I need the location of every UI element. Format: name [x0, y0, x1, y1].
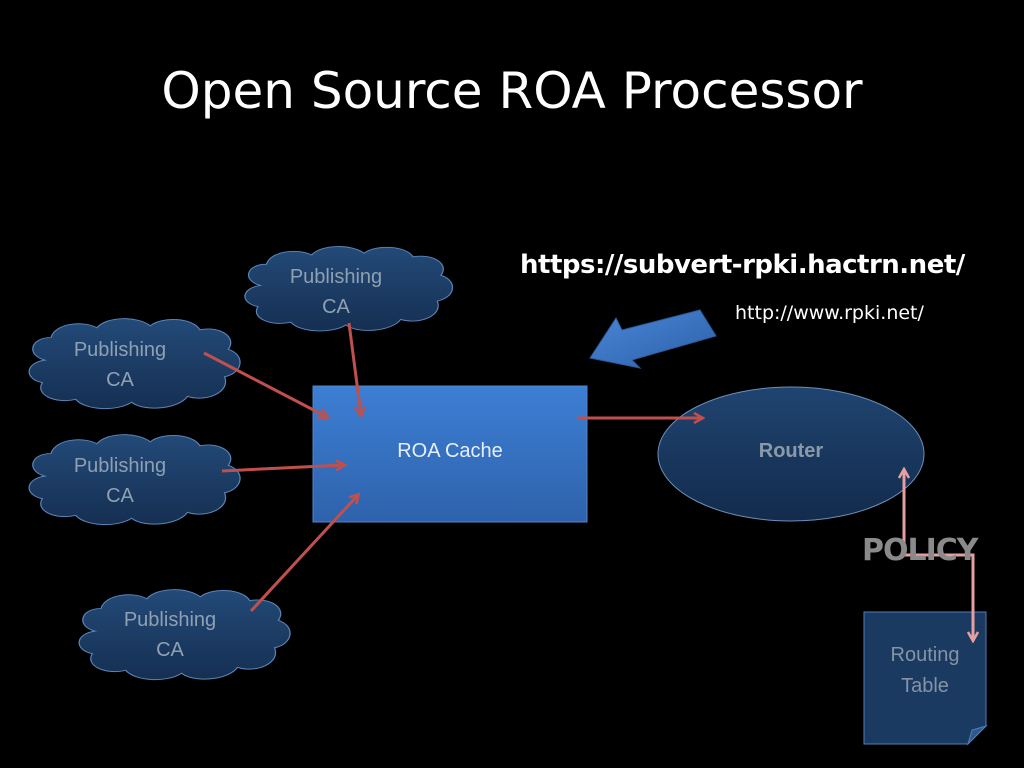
publishing-ca-label-top: Publishing CA [256, 262, 416, 322]
publishing-ca-label-line2: CA [106, 485, 134, 507]
arrow-ca-left1-to-cache [203, 351, 327, 417]
publishing-ca-label-line1: Publishing [73, 455, 167, 477]
publishing-ca-label-line2: CA [322, 296, 350, 318]
routing-table-label: Routing Table [864, 640, 986, 702]
publishing-ca-label-left-2: Publishing CA [40, 451, 200, 511]
publishing-ca-label-left-1: Publishing CA [40, 335, 200, 395]
publishing-ca-label-line1: Publishing [73, 339, 167, 361]
arrow-ca-bottom-to-cache [249, 495, 358, 613]
slide-title: Open Source ROA Processor [161, 62, 863, 120]
publishing-ca-label-line1: Publishing [289, 266, 383, 288]
subvert-rpki-url[interactable]: https://subvert-rpki.hactrn.net/ [520, 250, 965, 280]
arrow-ca-top-to-cache [347, 322, 361, 415]
routing-table-label-line2: Table [901, 675, 949, 697]
roa-cache-label: ROA Cache [397, 440, 503, 462]
publishing-ca-label-line2: CA [156, 639, 184, 661]
router-ellipse [657, 386, 925, 522]
routing-table-fold [966, 724, 988, 746]
arrow-ca-left2-to-cache [221, 465, 344, 473]
callout-arrow [589, 309, 717, 369]
policy-label: POLICY [862, 533, 979, 568]
publishing-ca-label-bottom: Publishing CA [90, 605, 250, 665]
arrow-policy-to-routing-table [904, 553, 973, 640]
router-label: Router [758, 440, 824, 462]
publishing-ca-label-line1: Publishing [123, 609, 217, 631]
publishing-ca-label-line2: CA [106, 369, 134, 391]
rpki-net-url[interactable]: http://www.rpki.net/ [735, 302, 924, 324]
routing-table-label-line1: Routing [890, 644, 960, 666]
